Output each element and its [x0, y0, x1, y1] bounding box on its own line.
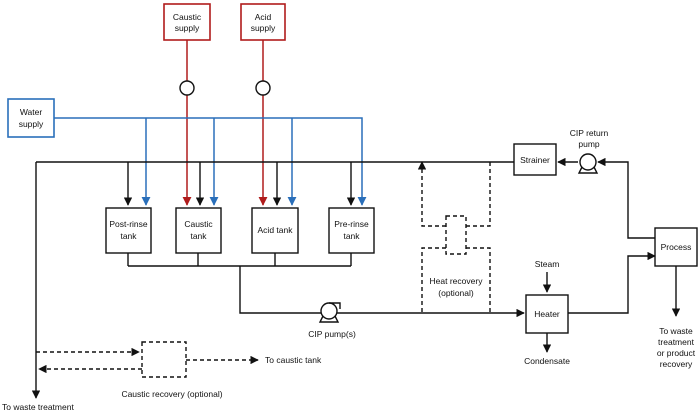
caustic-tank: Caustic tank: [175, 207, 222, 254]
water-supply: Water supply: [7, 98, 55, 138]
svg-text:supply: supply: [175, 23, 200, 33]
caustic-supply: Caustic supply: [163, 3, 211, 41]
cip-return-pump-label-2: pump: [578, 139, 600, 149]
acid-supply: Acid supply: [240, 3, 286, 41]
condensate-label: Condensate: [524, 356, 570, 366]
return-header: [31, 161, 514, 399]
caustic-recovery-label: Caustic recovery (optional): [121, 389, 222, 399]
tank-outlet-manifold: [127, 253, 525, 318]
svg-text:Water: Water: [20, 107, 43, 117]
heat-recovery-label: Heat recovery: [430, 276, 484, 286]
svg-text:or product: or product: [657, 348, 696, 358]
caustic-recovery-loop: [36, 341, 259, 378]
svg-text:recovery: recovery: [660, 359, 693, 369]
svg-text:Post-rinse: Post-rinse: [109, 219, 148, 229]
chemical-lines: [182, 40, 268, 206]
svg-text:Acid: Acid: [255, 12, 272, 22]
heater-to-process: [568, 251, 656, 314]
acid-tank: Acid tank: [251, 207, 299, 254]
strainer: Strainer: [513, 143, 557, 176]
steam-label: Steam: [535, 259, 560, 269]
heater: Heater: [525, 294, 569, 334]
svg-text:Process: Process: [661, 242, 692, 252]
to-waste-treatment-label: To waste treatment: [2, 402, 74, 412]
heat-recovery-note: (optional): [438, 288, 474, 298]
caustic-valve: [179, 80, 195, 96]
svg-text:Strainer: Strainer: [520, 155, 550, 165]
svg-text:tank: tank: [343, 231, 360, 241]
cip-pumps-label: CIP pump(s): [308, 329, 356, 339]
svg-text:tank: tank: [120, 231, 137, 241]
svg-text:Caustic: Caustic: [173, 12, 202, 22]
svg-text:Acid tank: Acid tank: [258, 225, 294, 235]
svg-text:Pre-rinse: Pre-rinse: [334, 219, 369, 229]
cip-pump: [318, 302, 341, 323]
heat-recovery-loop: [417, 161, 491, 313]
svg-text:treatment: treatment: [658, 337, 695, 347]
svg-text:Heater: Heater: [534, 309, 560, 319]
post-rinse-tank: Post-rinse tank: [105, 207, 152, 254]
acid-valve: [255, 80, 271, 96]
svg-text:To waste: To waste: [659, 326, 693, 336]
svg-text:supply: supply: [251, 23, 276, 33]
cip-return-pump-label: CIP return: [570, 128, 609, 138]
svg-text:Caustic: Caustic: [184, 219, 213, 229]
pre-rinse-tank: Pre-rinse tank: [328, 207, 375, 254]
svg-text:supply: supply: [19, 119, 44, 129]
process-return-line: [597, 157, 655, 239]
svg-text:tank: tank: [190, 231, 207, 241]
process-box: Process: [654, 227, 698, 267]
waste-or-recovery-label: To waste treatment or product recovery: [657, 326, 696, 369]
to-caustic-tank-label: To caustic tank: [265, 355, 322, 365]
cip-return-pump: [577, 153, 599, 174]
